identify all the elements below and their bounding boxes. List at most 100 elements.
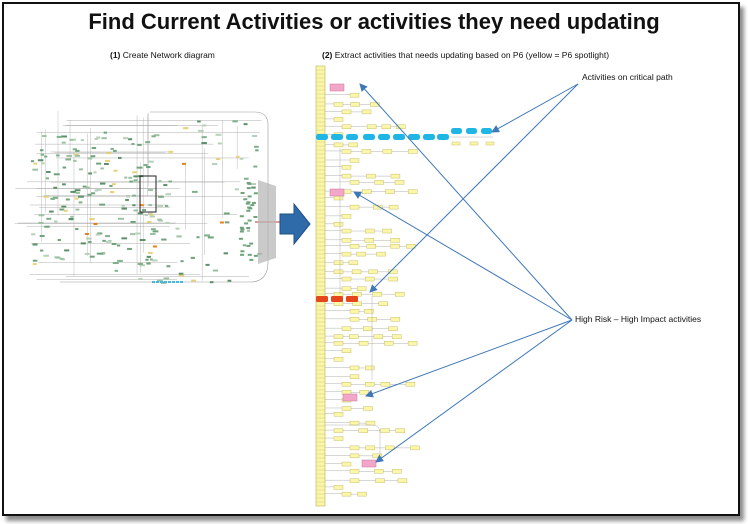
- network-node: [240, 191, 245, 194]
- network-node: [146, 221, 152, 224]
- activity-box: [397, 478, 408, 483]
- network-node: [149, 258, 153, 261]
- network-node: [43, 195, 49, 198]
- network-node: [45, 177, 50, 180]
- network-node: [255, 149, 259, 152]
- network-node: [152, 245, 157, 248]
- step-1-caption: (1) Create Network diagram: [110, 50, 215, 60]
- step-1-number: (1): [110, 50, 121, 60]
- network-node: [111, 183, 116, 186]
- network-node: [88, 240, 92, 243]
- network-node: [247, 219, 252, 222]
- network-node: [238, 237, 243, 240]
- network-node: [201, 142, 207, 145]
- network-node: [30, 160, 35, 163]
- network-node: [168, 281, 171, 283]
- network-node: [68, 218, 74, 221]
- network-node: [99, 203, 106, 206]
- network-node: [183, 127, 189, 130]
- critical-path-activities: [316, 128, 495, 146]
- network-node: [112, 262, 119, 265]
- network-node: [172, 281, 175, 283]
- activity-box: [333, 436, 344, 441]
- network-node: [94, 137, 99, 140]
- network-node: [87, 157, 93, 160]
- network-node: [105, 240, 112, 243]
- network-node: [244, 177, 249, 180]
- network-node: [239, 230, 244, 233]
- network-node: [163, 184, 168, 187]
- network-node: [150, 228, 156, 231]
- activity-box: [333, 485, 344, 490]
- arrow-high-risk: [353, 191, 573, 321]
- network-node: [78, 168, 83, 171]
- network-node: [163, 277, 170, 280]
- network-node: [46, 217, 52, 220]
- network-node: [191, 279, 197, 282]
- network-node: [59, 208, 65, 211]
- network-node: [89, 218, 95, 221]
- network-node: [145, 258, 149, 261]
- network-node: [239, 226, 244, 229]
- network-node: [240, 250, 245, 253]
- network-node: [32, 243, 38, 246]
- network-node: [50, 197, 55, 200]
- activity-box: [390, 173, 401, 179]
- network-node: [243, 198, 248, 201]
- network-node: [97, 232, 103, 235]
- network-node: [165, 193, 172, 196]
- network-node: [84, 252, 90, 255]
- network-node: [212, 269, 219, 272]
- page-title: Find Current Activities or activities th…: [88, 9, 660, 34]
- network-node: [78, 201, 83, 204]
- critical-path-activity: [378, 134, 390, 140]
- network-node: [75, 208, 80, 211]
- network-node: [138, 277, 143, 280]
- network-node: [190, 256, 196, 259]
- activity-box: [357, 491, 367, 497]
- network-node: [234, 188, 239, 191]
- network-node: [61, 135, 67, 138]
- network-node: [70, 190, 77, 193]
- network-node: [75, 149, 80, 152]
- network-node: [72, 138, 77, 141]
- network-node: [142, 209, 146, 212]
- network-node: [246, 201, 251, 204]
- network-node: [88, 172, 93, 175]
- activity-box: [408, 189, 418, 194]
- network-node: [148, 251, 153, 254]
- step-1-text: Create Network diagram: [122, 50, 215, 60]
- network-node: [137, 212, 143, 215]
- network-node: [93, 171, 97, 174]
- activity-box: [378, 301, 388, 306]
- network-node: [157, 218, 162, 221]
- network-node: [84, 233, 89, 236]
- arrow-high-risk: [365, 319, 573, 398]
- activity-box: [407, 341, 418, 346]
- network-node: [197, 120, 201, 123]
- network-node: [80, 139, 85, 142]
- network-node: [56, 154, 60, 157]
- critical-path-activity: [346, 134, 358, 140]
- network-node: [31, 233, 36, 236]
- step-2-number: (2): [322, 50, 333, 60]
- network-node: [153, 134, 160, 137]
- network-node: [132, 204, 136, 207]
- network-node: [147, 189, 154, 192]
- network-node: [144, 213, 148, 216]
- network-node: [135, 232, 141, 235]
- network-node: [251, 201, 256, 204]
- network-node: [62, 166, 67, 169]
- network-node: [109, 191, 115, 194]
- network-node: [86, 237, 92, 240]
- network-node: [73, 159, 77, 162]
- network-node: [42, 135, 47, 138]
- network-node: [125, 198, 129, 201]
- high-risk-activity: [361, 459, 377, 468]
- network-node: [148, 204, 153, 207]
- network-node: [164, 281, 167, 283]
- network-node: [204, 234, 210, 237]
- activity-box: [485, 141, 495, 146]
- slide-frame: [2, 2, 740, 516]
